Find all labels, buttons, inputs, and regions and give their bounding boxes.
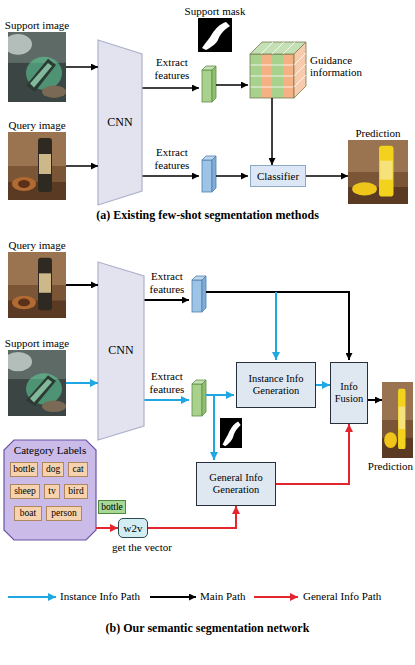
node-text: Instance Info Generation bbox=[239, 373, 313, 396]
mask-image bbox=[220, 418, 242, 448]
legend-entry: Main Path bbox=[200, 590, 246, 603]
node-outline bbox=[98, 40, 142, 205]
node-text: bottle bbox=[101, 502, 123, 512]
photo bbox=[382, 382, 413, 458]
photo bbox=[8, 132, 66, 200]
query-image: Query image bbox=[8, 132, 66, 200]
step-label: Extract features bbox=[144, 370, 190, 395]
node-text: Info Fusion bbox=[333, 381, 365, 404]
cnn-block: CNN bbox=[98, 262, 144, 440]
node-text: Classifier bbox=[257, 170, 299, 182]
feature-map bbox=[192, 380, 206, 416]
node-text: Support mask bbox=[185, 5, 246, 17]
flow-connector bbox=[276, 424, 349, 484]
flow-connector bbox=[368, 399, 382, 401]
flow-connector bbox=[306, 175, 348, 177]
feature-map bbox=[202, 66, 216, 102]
step-label: get the vector bbox=[112, 541, 192, 554]
query-image: Query image bbox=[8, 252, 66, 318]
node-text: person bbox=[51, 508, 76, 518]
flow-connector bbox=[66, 382, 98, 384]
panel-caption: (a) Existing few-shot segmentation metho… bbox=[0, 209, 415, 223]
node-text: boat bbox=[20, 508, 36, 518]
flow-arrow bbox=[144, 292, 349, 460]
mask-image bbox=[198, 18, 232, 52]
flow-arrow bbox=[142, 85, 248, 176]
process-box: Instance Info Generation bbox=[236, 362, 316, 408]
node-text: General Info Generation bbox=[199, 472, 273, 495]
process-box: General Info Generation bbox=[196, 462, 276, 506]
node-text: CNN bbox=[108, 344, 133, 357]
step-label: Extract features bbox=[146, 146, 198, 171]
node-text: sheep bbox=[14, 486, 36, 496]
feature-map bbox=[202, 156, 216, 192]
flow-connector bbox=[271, 98, 273, 165]
category-tag: sheep bbox=[10, 484, 40, 499]
photo bbox=[4, 350, 66, 416]
category-tag: dog bbox=[42, 462, 64, 477]
flow-connector bbox=[66, 165, 98, 167]
process-box: Info Fusion bbox=[330, 362, 368, 424]
category-tag: cat bbox=[68, 462, 88, 477]
support-image: Support image bbox=[8, 32, 66, 102]
node-text: Support image bbox=[5, 337, 69, 349]
flow-connector bbox=[316, 384, 330, 386]
prediction-image: Prediction bbox=[348, 140, 408, 204]
node-text: Prediction bbox=[355, 127, 400, 139]
support-mask: Support mask bbox=[198, 18, 232, 52]
category-tag: bird bbox=[64, 484, 88, 499]
node-text: Guidance information bbox=[310, 54, 364, 78]
category-tag: tv bbox=[44, 484, 60, 499]
node-text: bottle bbox=[13, 464, 35, 474]
node-text: Query image bbox=[8, 119, 65, 131]
category-tag: bottle bbox=[10, 462, 38, 477]
flow-connector bbox=[96, 527, 118, 529]
flow-connector bbox=[66, 66, 98, 68]
flow-connector bbox=[66, 284, 98, 286]
legend-entry: Instance Info Path bbox=[60, 590, 140, 603]
guidance-cube bbox=[250, 42, 306, 98]
selected-tag: bottle bbox=[98, 500, 126, 514]
node-text: CNN bbox=[107, 116, 132, 129]
panel-caption: (b) Our semantic segmentation network bbox=[0, 622, 415, 636]
node-outline bbox=[98, 262, 144, 440]
cnn-block: CNN bbox=[98, 40, 142, 205]
category-tag: person bbox=[46, 506, 82, 521]
legend-text: Instance Info Path bbox=[60, 590, 140, 602]
prediction-image: Prediction bbox=[382, 382, 413, 458]
node-outline bbox=[4, 440, 96, 540]
photo bbox=[8, 252, 66, 318]
step-label: Extract features bbox=[144, 270, 190, 295]
photo bbox=[4, 32, 66, 102]
node-text: Category Labels bbox=[4, 444, 96, 456]
node-text: Support image bbox=[5, 19, 69, 31]
legend-text: Main Path bbox=[200, 590, 246, 602]
category-tag: boat bbox=[14, 506, 42, 521]
support-image: Support image bbox=[8, 350, 66, 416]
node-text: w2v bbox=[124, 522, 143, 534]
guidance-cube: Guidance information bbox=[250, 42, 306, 98]
node-text: Prediction bbox=[368, 460, 413, 472]
node-text: bird bbox=[68, 486, 83, 496]
feature-map bbox=[192, 276, 206, 312]
node-text: dog bbox=[46, 464, 60, 474]
node-text: Query image bbox=[8, 239, 65, 251]
node-text: cat bbox=[72, 464, 83, 474]
flow-connector bbox=[148, 506, 236, 528]
w2v-box: w2v bbox=[118, 518, 148, 538]
classifier-box: Classifier bbox=[250, 165, 306, 187]
photo bbox=[348, 140, 408, 204]
category-panel: Category Labels bottle dog cat sheep tv bird bo… bbox=[4, 440, 96, 540]
legend-text: General Info Path bbox=[303, 590, 381, 602]
legend-entry: General Info Path bbox=[303, 590, 381, 603]
step-label: Extract features bbox=[146, 56, 198, 81]
node-text: tv bbox=[48, 486, 55, 496]
legend-sample bbox=[8, 596, 298, 598]
